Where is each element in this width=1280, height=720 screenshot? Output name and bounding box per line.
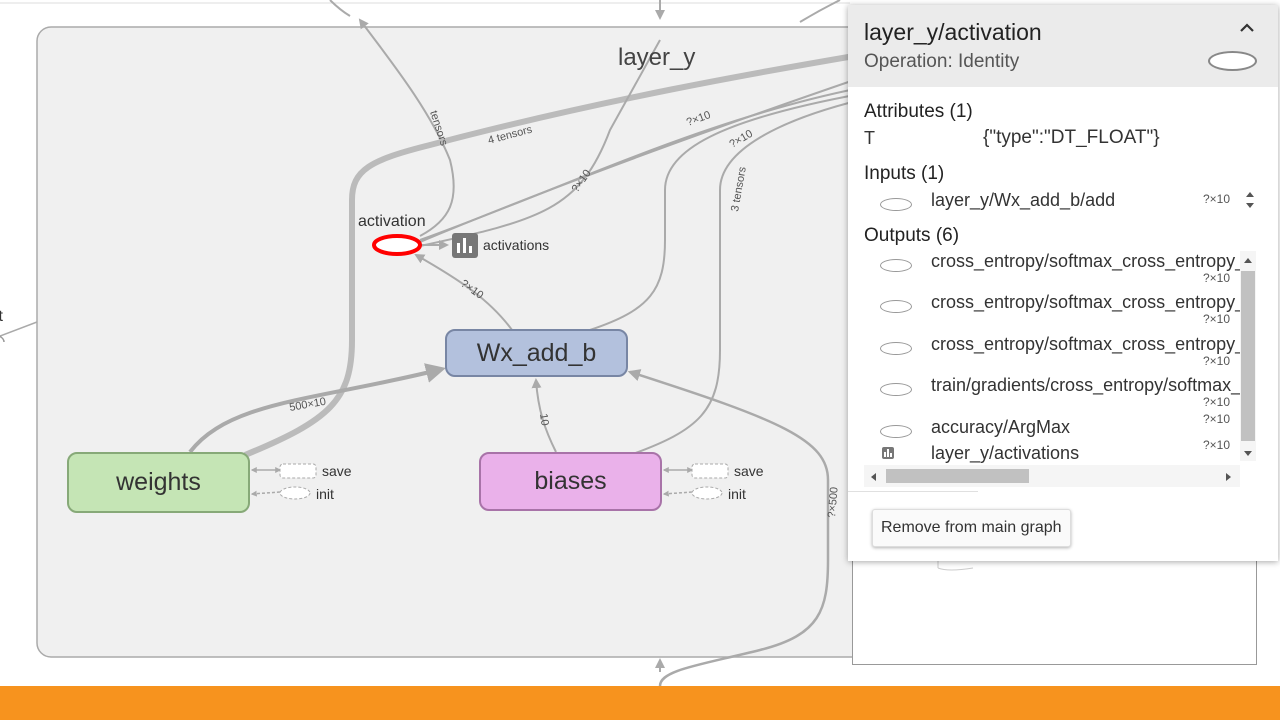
- output-item[interactable]: accuracy/ArgMax ?×10: [848, 412, 1238, 457]
- edge-weights-wx: [188, 363, 446, 454]
- input-item[interactable]: layer_y/Wx_add_b/add ?×10: [848, 190, 1238, 230]
- outputs-vertical-scrollbar[interactable]: [1240, 251, 1256, 461]
- node-info-panel: layer_y/activation Operation: Identity A…: [848, 5, 1278, 561]
- panel-divider: [848, 491, 978, 492]
- footer-accent-bar: [0, 686, 1280, 720]
- output-item-name: train/gradients/cross_entropy/softmax_cr…: [931, 375, 1240, 395]
- op-node-ellipse-icon: [880, 198, 912, 211]
- edge-top-out-3: [799, 0, 841, 23]
- left-stub-edge: [0, 321, 38, 337]
- output-item[interactable]: layer_y/activations ?×10: [848, 438, 1238, 463]
- output-item-shape: ?×10: [1203, 438, 1231, 452]
- panel-title: layer_y/activation: [864, 19, 1042, 45]
- op-node-ellipse-icon: [880, 259, 912, 272]
- op-node-ellipse-icon: [880, 342, 912, 355]
- activation-node-selected[interactable]: [372, 234, 422, 256]
- inputs-title: Inputs (1): [864, 163, 945, 184]
- outputs-horizontal-scrollbar[interactable]: [864, 465, 1240, 487]
- op-node-ellipse-icon: [880, 383, 912, 396]
- output-item-name: accuracy/ArgMax: [931, 417, 1071, 437]
- activations-summary-label: activations: [483, 237, 550, 253]
- edge-biases-wx: [531, 378, 557, 453]
- inputs-scroll-up-icon[interactable]: [1242, 188, 1258, 200]
- output-item-shape: ?×10: [1203, 395, 1231, 409]
- edge-wx-out: [589, 93, 861, 331]
- summary-bar-chart-icon[interactable]: [452, 233, 478, 258]
- biases-init-label: init: [728, 486, 746, 502]
- offscreen-node-label: ıt: [0, 308, 3, 325]
- edge-activation-out-c: [419, 87, 861, 241]
- panel-header: layer_y/activation Operation: Identity: [848, 5, 1278, 87]
- op-node-ellipse-icon: [880, 425, 912, 438]
- weights-init-label: init: [316, 486, 334, 502]
- remove-from-main-graph-button[interactable]: Remove from main graph: [872, 509, 1071, 547]
- output-item[interactable]: cross_entropy/softmax_cross_entropy_with…: [848, 292, 1240, 332]
- inputs-scroll-down-icon[interactable]: [1242, 200, 1258, 212]
- outputs-list[interactable]: cross_entropy/softmax_cross_entropy_with…: [848, 251, 1240, 463]
- edge-q500-wx: [627, 369, 830, 686]
- outputs-title: Outputs (6): [864, 225, 960, 246]
- panel-subtitle: Operation: Identity: [864, 51, 1020, 72]
- scroll-left-arrow-icon[interactable]: [868, 470, 880, 482]
- output-item-name: cross_entropy/softmax_cross_entropy_with…: [931, 251, 1240, 271]
- weights-init-node[interactable]: [279, 486, 311, 500]
- op-node-ellipse-icon: [1208, 51, 1257, 71]
- scroll-right-arrow-icon[interactable]: [1222, 470, 1234, 482]
- output-item-name: layer_y/activations: [931, 443, 1080, 463]
- output-item-name: cross_entropy/softmax_cross_entropy_with…: [931, 334, 1240, 354]
- attribute-key: T: [864, 128, 875, 148]
- attributes-title: Attributes (1): [864, 101, 973, 122]
- biases-label: biases: [534, 467, 607, 495]
- input-item-shape: ?×10: [1203, 192, 1231, 206]
- edge-activation-tensors: [358, 18, 455, 237]
- edge-wx-activation: [414, 254, 513, 331]
- biases-save-node[interactable]: [691, 463, 729, 479]
- wx-add-b-label: Wx_add_b: [476, 338, 597, 367]
- output-item[interactable]: train/gradients/cross_entropy/softmax_cr…: [848, 375, 1240, 415]
- output-item-shape: ?×10: [1203, 312, 1231, 326]
- biases-init-node[interactable]: [691, 486, 723, 500]
- biases-node[interactable]: biases: [479, 452, 662, 511]
- output-item-shape: ?×10: [1203, 354, 1231, 368]
- edge-weights-4-tensors: [243, 52, 861, 458]
- scroll-down-arrow-icon[interactable]: [1240, 447, 1256, 459]
- graph-canvas[interactable]: tensors 4 tensors ?×10 ?×10 ?×10 3 tenso…: [0, 0, 1280, 686]
- output-item-name: cross_entropy/softmax_cross_entropy_with…: [931, 292, 1240, 312]
- op-node-ellipse-icon: [880, 300, 912, 313]
- output-item-shape: ?×10: [1203, 412, 1231, 426]
- output-item[interactable]: cross_entropy/softmax_cross_entropy_with…: [848, 251, 1240, 291]
- wx-add-b-node[interactable]: Wx_add_b: [445, 329, 628, 377]
- edge-label-10: 10: [537, 413, 551, 427]
- weights-save-label: save: [322, 463, 352, 479]
- output-item[interactable]: cross_entropy/softmax_cross_entropy_with…: [848, 334, 1240, 374]
- edge-top-out-1: [329, 0, 351, 17]
- edge-label-q500: ?×500: [826, 486, 841, 518]
- input-item-name: layer_y/Wx_add_b/add: [931, 190, 1116, 210]
- weights-save-node[interactable]: [279, 463, 317, 479]
- minimap-thumbnail: [937, 560, 974, 571]
- biases-save-label: save: [734, 463, 764, 479]
- minimap[interactable]: [852, 560, 1257, 665]
- vertical-scroll-thumb[interactable]: [1241, 271, 1255, 441]
- attribute-value: {"type":"DT_FLOAT"}: [983, 127, 1160, 148]
- edge-biases-3-tensors: [629, 99, 861, 456]
- output-item-shape: ?×10: [1203, 271, 1231, 285]
- weights-label: weights: [116, 468, 201, 496]
- chevron-up-icon[interactable]: [1238, 19, 1256, 37]
- left-node-ellipse: [0, 335, 5, 343]
- activation-node-label: activation: [358, 213, 426, 230]
- horizontal-scroll-thumb[interactable]: [886, 469, 1029, 483]
- group-label: layer_y: [618, 44, 696, 71]
- scroll-up-arrow-icon[interactable]: [1240, 253, 1256, 265]
- weights-node[interactable]: weights: [67, 452, 250, 513]
- summary-bar-chart-icon: [882, 447, 894, 459]
